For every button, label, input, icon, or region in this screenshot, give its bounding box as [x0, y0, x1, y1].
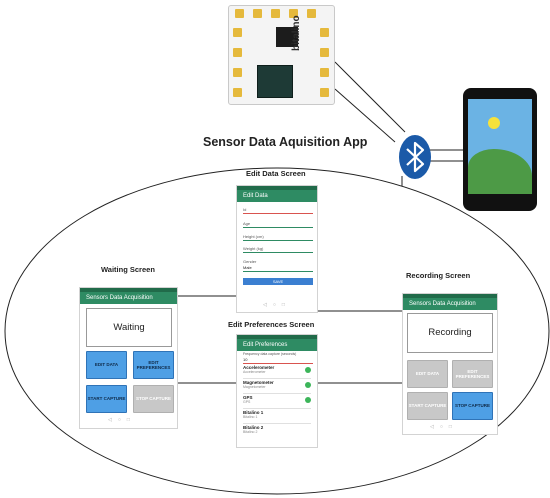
- toolbar: Edit Data: [237, 190, 317, 202]
- save-button[interactable]: SAVE: [243, 278, 313, 285]
- edit-preferences-caption: Edit Preferences Screen: [228, 320, 315, 329]
- edit-preferences-button[interactable]: EDIT PREFERENCES: [133, 351, 174, 379]
- recording-caption: Recording Screen: [406, 271, 471, 280]
- toolbar: Sensors Data Acquisition: [80, 292, 177, 304]
- edit-data-screen: Edit Data Id Age Height (cm) Weight (kg)…: [236, 185, 318, 313]
- id-field[interactable]: Id: [243, 207, 313, 214]
- edit-preferences-screen: Edit Preferences Frequency data capture …: [236, 334, 318, 448]
- waiting-status-box: Waiting: [86, 308, 172, 347]
- pref-item-gps[interactable]: GPS GPS: [243, 395, 311, 409]
- edit-data-button: EDIT DATA: [407, 360, 448, 388]
- board-link-line: [334, 61, 406, 133]
- app-boundary-ellipse: [4, 167, 550, 495]
- toolbar: Sensors Data Acquisition: [403, 298, 497, 310]
- frequency-input[interactable]: 10: [243, 357, 313, 364]
- diagram-title: Sensor Data Aquisition App: [203, 135, 368, 149]
- height-field[interactable]: Height (cm): [243, 234, 313, 241]
- start-capture-button[interactable]: START CAPTURE: [86, 385, 127, 413]
- bitalino-board-icon: bitalino: [228, 5, 335, 105]
- sun-icon: [488, 117, 500, 129]
- board-link-line: [334, 88, 396, 143]
- check-icon[interactable]: [305, 382, 311, 388]
- pref-item-magnetometer[interactable]: Magnetometer Magnetometer: [243, 380, 311, 394]
- bluetooth-icon: [399, 135, 431, 179]
- edit-data-caption: Edit Data Screen: [246, 169, 306, 178]
- phone-screen: [468, 99, 532, 194]
- pref-item-bitalino-1[interactable]: Bitalino 1 Bitalino 1: [243, 410, 311, 424]
- check-icon[interactable]: [305, 367, 311, 373]
- nav-buttons: ◁○□: [263, 302, 291, 308]
- landscape-hill: [468, 149, 532, 194]
- status-bar: [237, 186, 317, 190]
- age-field[interactable]: Age: [243, 221, 313, 228]
- waiting-screen: Sensors Data Acquisition Waiting EDIT DA…: [79, 287, 178, 429]
- pref-item-bitalino-2[interactable]: Bitalino 2 Bitalino 2: [243, 425, 264, 434]
- toolbar: Edit Preferences: [237, 339, 317, 351]
- stop-capture-button: STOP CAPTURE: [133, 385, 174, 413]
- frequency-label: Frequency data capture (seconds): [243, 352, 297, 356]
- board-brand: bitalino: [291, 15, 302, 51]
- start-capture-button: START CAPTURE: [407, 392, 448, 420]
- status-bar: [80, 288, 177, 292]
- check-icon[interactable]: [305, 397, 311, 403]
- pref-item-accelerometer[interactable]: Accelerometer Accelerometer: [243, 365, 311, 379]
- board-chip: [276, 27, 298, 47]
- recording-status-box: Recording: [407, 313, 493, 353]
- stop-capture-button[interactable]: STOP CAPTURE: [452, 392, 493, 420]
- nav-buttons: ◁○□: [108, 417, 136, 423]
- status-bar: [403, 294, 497, 298]
- status-bar: [237, 335, 317, 339]
- gender-select[interactable]: Male: [243, 265, 313, 272]
- bluetooth-module: [257, 65, 293, 98]
- nav-buttons: ◁○□: [430, 424, 458, 430]
- smartphone-icon: [463, 88, 537, 211]
- edit-data-button[interactable]: EDIT DATA: [86, 351, 127, 379]
- gender-label: Gender: [243, 259, 257, 264]
- weight-field[interactable]: Weight (kg): [243, 246, 313, 253]
- edit-preferences-button: EDIT PREFERENCES: [452, 360, 493, 388]
- waiting-caption: Waiting Screen: [101, 265, 155, 274]
- recording-screen: Sensors Data Acquisition Recording EDIT …: [402, 293, 498, 435]
